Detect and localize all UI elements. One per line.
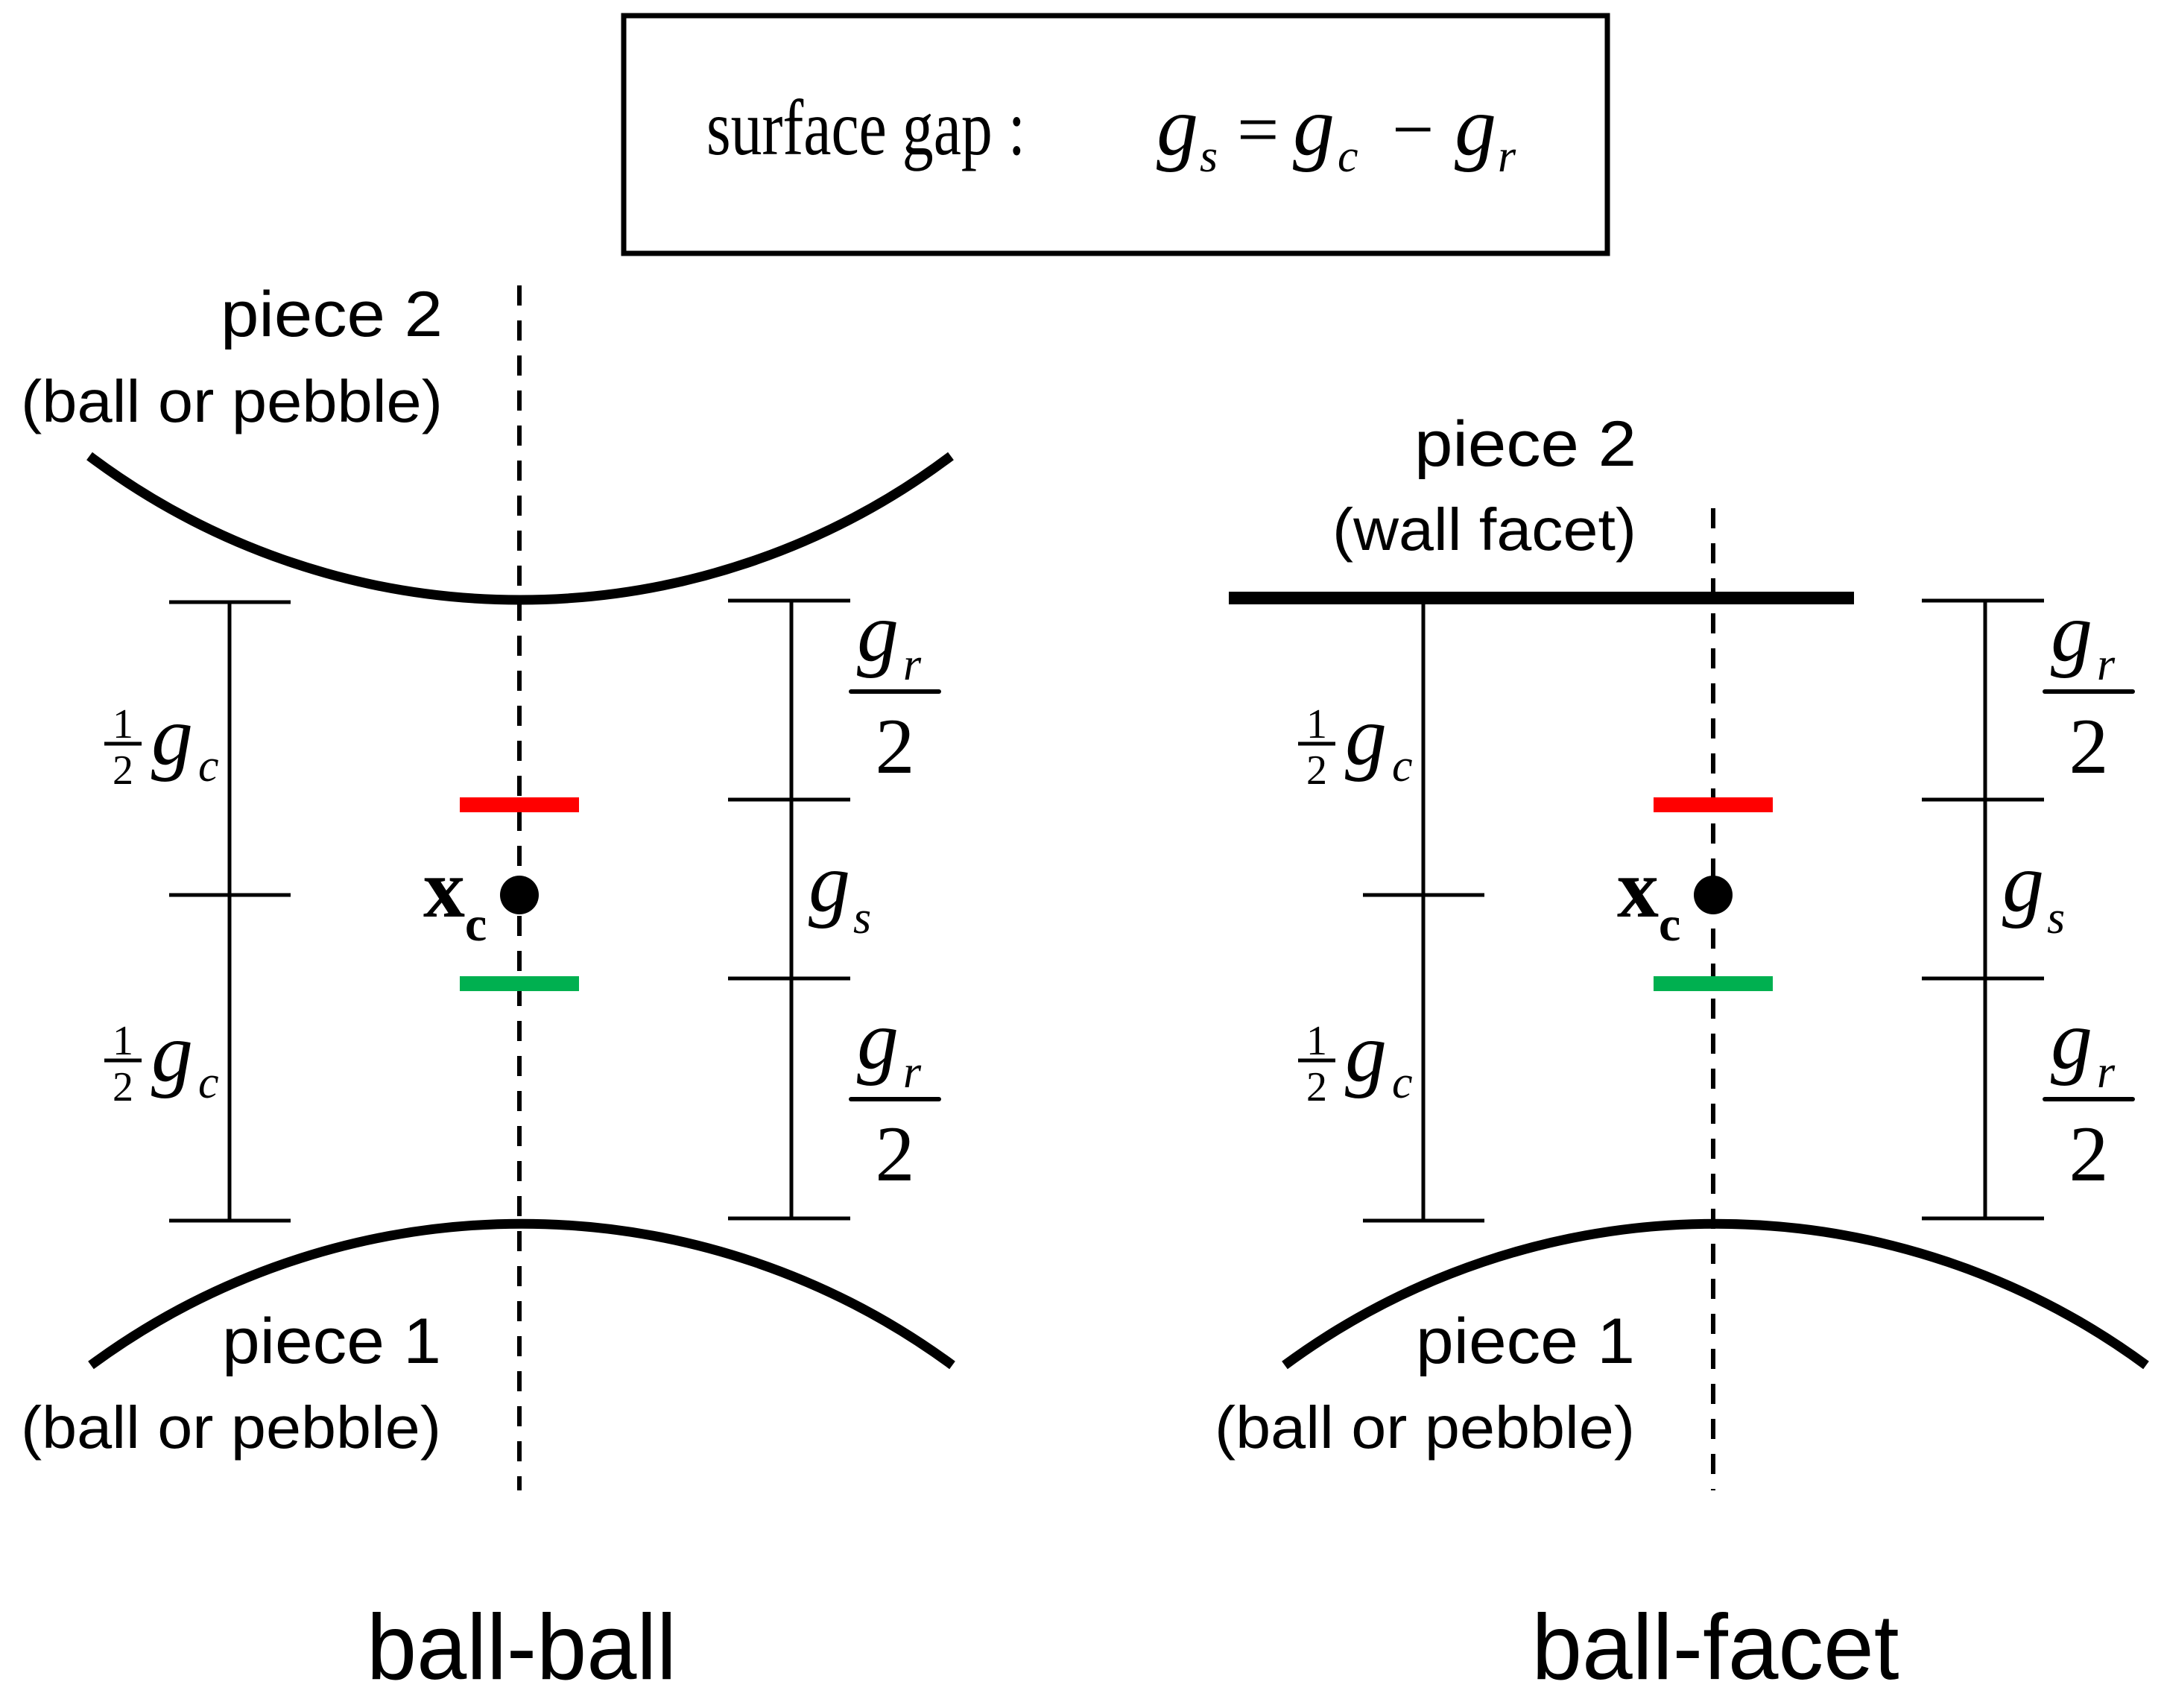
diagram-ball-facet: piece 2 (wall facet) piece 1 (ball or pebbl… — [1215, 408, 2149, 1699]
diagram-ball-ball: piece 2 (ball or pebble) piece 1 (ball or p… — [21, 279, 955, 1699]
formula-lhs-symbol: g — [1157, 80, 1198, 173]
piece1-subtitle: (ball or pebble) — [21, 1394, 441, 1461]
half-fraction-denominator: 2 — [113, 1064, 133, 1110]
gs-symbol: g — [809, 837, 850, 929]
half-fraction-denominator: 2 — [1306, 1064, 1327, 1110]
gc-sub: c — [1392, 1057, 1413, 1108]
gr-denominator: 2 — [876, 1110, 915, 1198]
gr-symbol: g — [2051, 994, 2092, 1087]
gr-sub: r — [903, 639, 922, 690]
diagram-caption: ball-ball — [367, 1596, 677, 1699]
formula-lhs-sub: s — [1200, 131, 1218, 182]
half-fraction-denominator: 2 — [113, 747, 133, 794]
gr-symbol: g — [857, 586, 899, 679]
formula-minus: − — [1392, 88, 1434, 171]
contact-point-symbol: x — [1617, 843, 1659, 935]
formula-term1-symbol: g — [1293, 80, 1335, 173]
half-fraction-numerator: 1 — [1306, 701, 1327, 747]
piece1-subtitle: (ball or pebble) — [1215, 1394, 1635, 1461]
contact-point-dot — [500, 876, 539, 914]
gr-denominator: 2 — [876, 703, 915, 790]
formula-term2-sub: r — [1498, 131, 1516, 182]
gc-symbol: g — [1345, 690, 1387, 782]
contact-point-dot — [1694, 876, 1733, 914]
formula-equation: g s = g c − g r — [1157, 80, 1516, 182]
piece2-ball-arc — [86, 452, 954, 605]
piece2-title: piece 2 — [221, 279, 443, 350]
formula-equals: = — [1237, 88, 1279, 171]
gc-sub: c — [1392, 741, 1413, 791]
gr-symbol: g — [857, 994, 899, 1087]
contact-point-sub: c — [1659, 897, 1680, 952]
contact-point-symbol: x — [423, 843, 465, 935]
lower-limit-marker-green — [460, 976, 579, 991]
piece1-ball-arc — [88, 1218, 955, 1370]
gc-symbol: g — [151, 1007, 193, 1099]
upper-limit-marker-red — [1654, 797, 1773, 812]
half-fraction-numerator: 1 — [113, 701, 133, 747]
diagram-caption: ball-facet — [1532, 1596, 1899, 1699]
gr-sub: r — [2097, 639, 2116, 690]
gs-sub: s — [853, 893, 871, 943]
formula-term2-symbol: g — [1455, 80, 1496, 173]
lower-limit-marker-green — [1654, 976, 1773, 991]
piece2-title: piece 2 — [1414, 408, 1636, 480]
piece2-subtitle: (ball or pebble) — [21, 368, 443, 434]
piece2-wall-facet-line — [1229, 592, 1854, 604]
piece1-title: piece 1 — [222, 1306, 441, 1377]
gs-sub: s — [2047, 893, 2065, 943]
gr-denominator: 2 — [2069, 1110, 2109, 1198]
half-fraction-numerator: 1 — [1306, 1018, 1327, 1064]
gc-symbol: g — [151, 690, 193, 782]
formula-box-border — [621, 13, 1610, 256]
formula-term1-sub: c — [1338, 131, 1358, 182]
half-fraction-numerator: 1 — [113, 1018, 133, 1064]
formula-label: surface gap : — [706, 84, 1025, 171]
gr-sub: r — [2097, 1047, 2116, 1098]
gr-denominator: 2 — [2069, 703, 2109, 790]
gs-symbol: g — [2002, 837, 2044, 929]
gr-sub: r — [903, 1047, 922, 1098]
gc-sub: c — [198, 1057, 219, 1108]
piece2-subtitle: (wall facet) — [1332, 496, 1636, 563]
gr-symbol: g — [2051, 586, 2092, 679]
upper-limit-marker-red — [460, 797, 579, 812]
half-fraction-denominator: 2 — [1306, 747, 1327, 794]
gc-symbol: g — [1345, 1007, 1387, 1099]
gc-sub: c — [198, 741, 219, 791]
piece1-title: piece 1 — [1416, 1306, 1635, 1377]
formula-box: surface gap : g s = g c − g r — [621, 13, 1610, 256]
contact-point-sub: c — [465, 897, 487, 952]
